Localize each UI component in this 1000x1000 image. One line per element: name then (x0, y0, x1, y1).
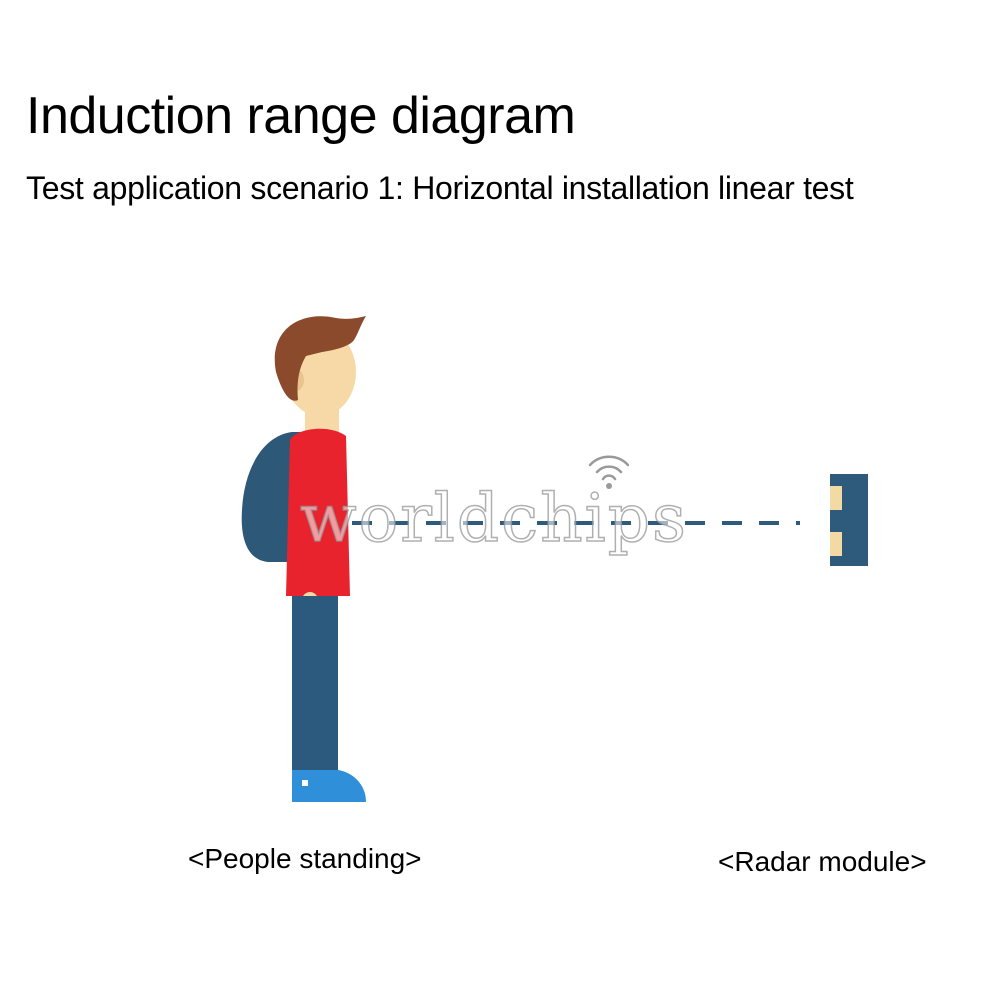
wifi-signal-icon (588, 455, 630, 489)
shoe (292, 770, 366, 802)
hair (274, 316, 366, 401)
person-standing-icon (241, 316, 366, 802)
page-title: Induction range diagram (26, 87, 576, 145)
radar-module-icon (830, 474, 868, 566)
person-label: <People standing> (188, 843, 422, 874)
radar-label: <Radar module> (718, 846, 927, 877)
pants (292, 596, 338, 772)
page-subtitle: Test application scenario 1: Horizontal … (26, 170, 854, 206)
